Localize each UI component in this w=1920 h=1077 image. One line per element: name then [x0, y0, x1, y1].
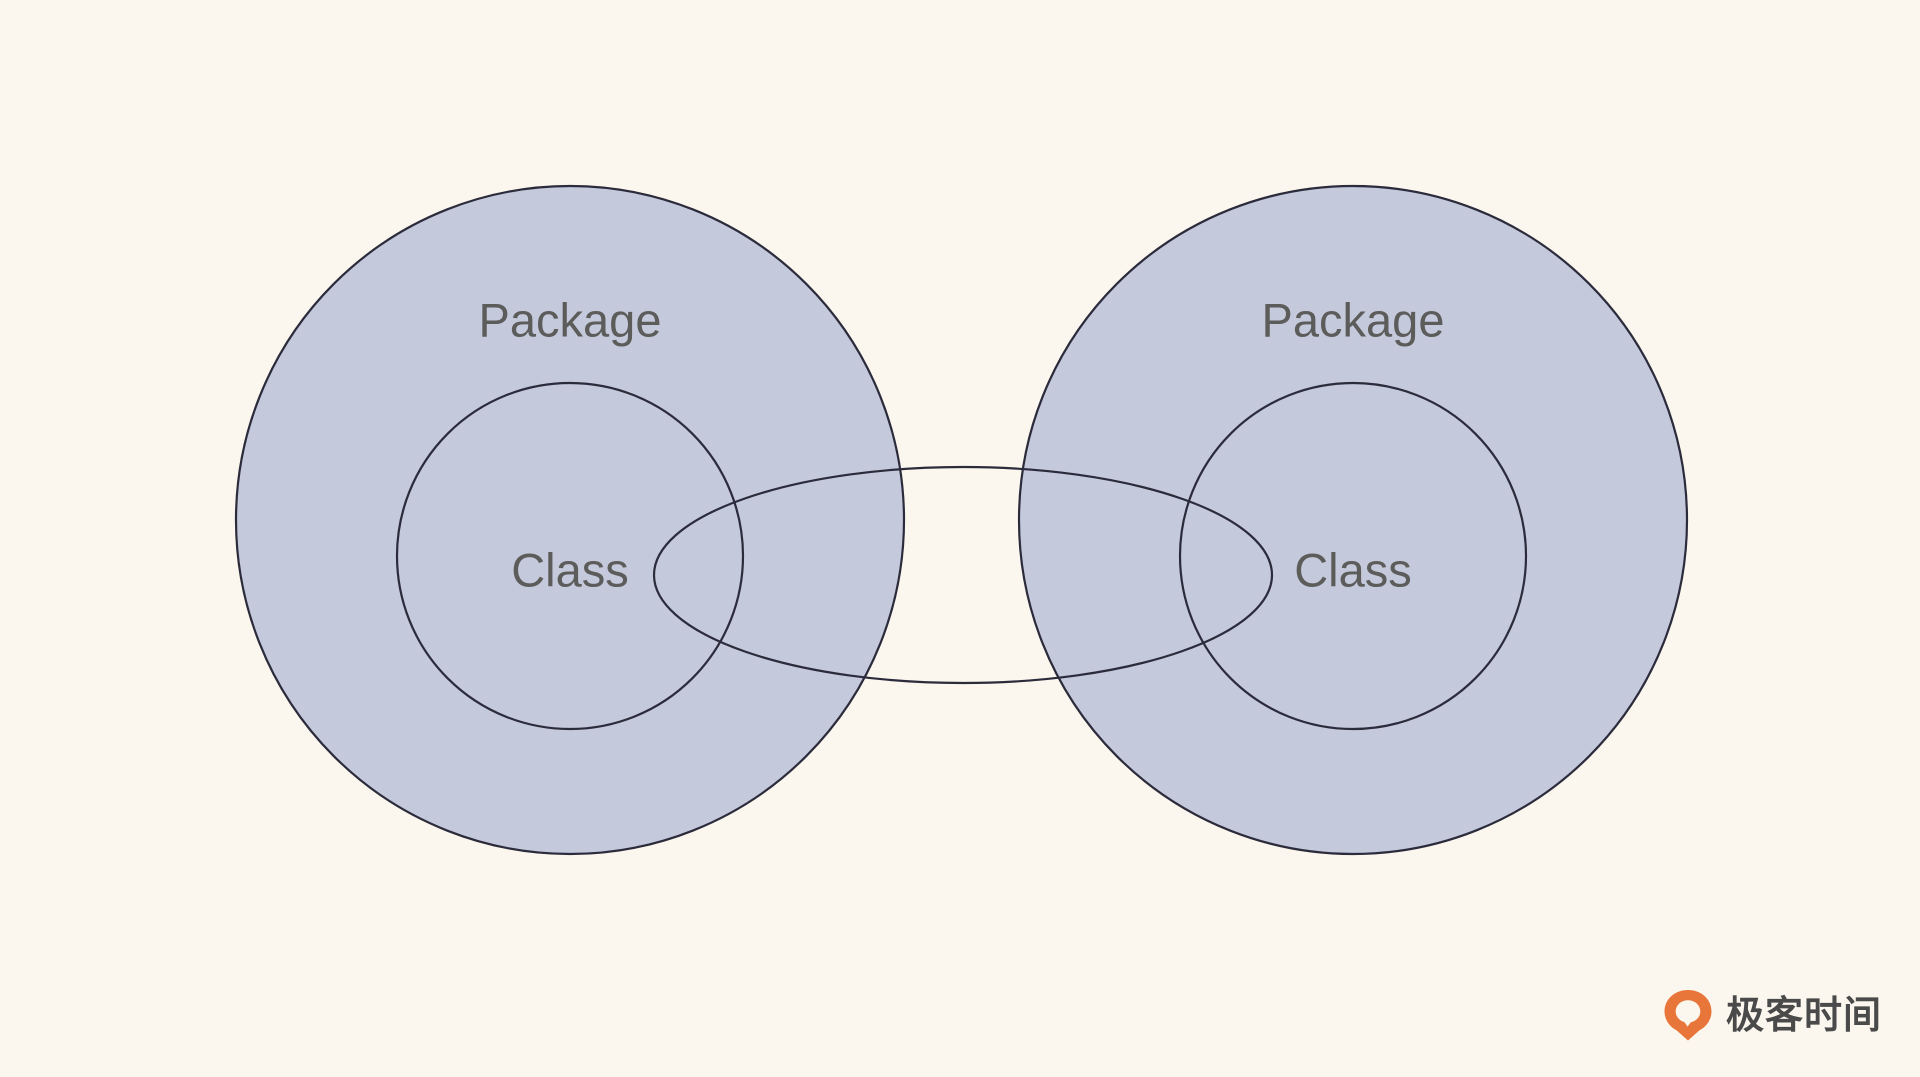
- geektime-logo-icon: [1664, 990, 1712, 1041]
- left-package-circle[interactable]: [234, 184, 906, 856]
- left-class-label: Class: [511, 543, 629, 596]
- left-package-label: Package: [479, 293, 662, 346]
- class-relationship-ellipse[interactable]: [652, 465, 1274, 685]
- right-package-label: Package: [1262, 293, 1445, 346]
- right-package-circle[interactable]: [1017, 184, 1689, 856]
- right-class-label: Class: [1294, 543, 1412, 596]
- right-class-circle[interactable]: [1178, 381, 1528, 731]
- brand-logo: 极客时间: [1663, 988, 1882, 1042]
- left-class-circle[interactable]: [395, 381, 745, 731]
- brand-wordmark: 极客时间: [1726, 993, 1883, 1037]
